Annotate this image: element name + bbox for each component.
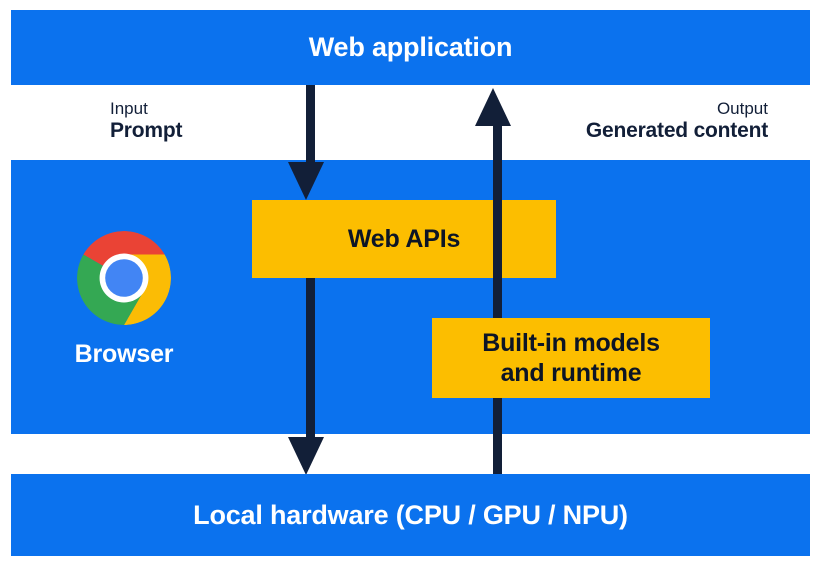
arrow-input-head-upper: [288, 162, 324, 200]
box-web-apis-label: Web APIs: [347, 224, 461, 253]
band-web-application-label: Web application: [308, 32, 513, 62]
chrome-logo-icon: [77, 231, 171, 325]
arrow-input-shaft-lower: [306, 278, 315, 443]
band-web-application: Web application: [11, 10, 810, 85]
arrow-input-head-lower: [288, 437, 324, 475]
arrow-output-head: [475, 88, 511, 126]
box-builtin-models-line2: and runtime: [500, 359, 642, 387]
box-builtin-models-and-runtime: Built-in models and runtime: [432, 318, 710, 398]
annotation-input-value: Prompt: [110, 119, 183, 143]
box-builtin-models-line1: Built-in models: [482, 329, 660, 357]
band-browser-label: Browser: [74, 340, 174, 368]
annotation-input: Input Prompt: [110, 99, 183, 144]
annotation-output: Output Generated content: [586, 99, 768, 144]
annotation-output-value: Generated content: [585, 119, 768, 143]
box-web-apis: Web APIs: [252, 200, 556, 278]
arrow-input-shaft-upper: [306, 85, 315, 169]
annotation-input-kind: Input: [110, 99, 148, 118]
annotation-output-kind: Output: [716, 99, 768, 118]
arrow-output-shaft: [493, 122, 502, 474]
band-local-hardware-label: Local hardware (CPU / GPU / NPU): [193, 500, 628, 530]
band-local-hardware: Local hardware (CPU / GPU / NPU): [11, 474, 810, 556]
box-builtin-models-label: Built-in models and runtime: [482, 328, 660, 388]
